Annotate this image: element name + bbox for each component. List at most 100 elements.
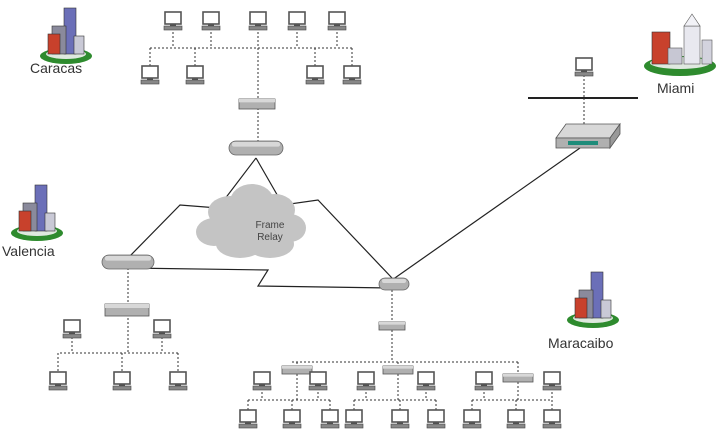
tower-spire bbox=[683, 13, 701, 27]
monitor-neck bbox=[294, 24, 300, 26]
pc-icon-valencia bbox=[168, 371, 188, 391]
monitor-neck bbox=[549, 384, 555, 386]
pc-icon-caracas bbox=[327, 11, 347, 31]
keyboard bbox=[163, 25, 183, 31]
monitor-neck bbox=[327, 422, 333, 424]
monitor-screen bbox=[321, 409, 339, 423]
wan-link-caracas-valencia bbox=[127, 157, 257, 259]
monitor-neck bbox=[469, 422, 475, 424]
router-valencia bbox=[101, 254, 155, 270]
pc-icon-maracaibo bbox=[390, 409, 410, 429]
monitor-neck bbox=[208, 24, 214, 26]
monitor-screen bbox=[169, 371, 187, 385]
pc-icon-valencia bbox=[48, 371, 68, 391]
monitor-screen bbox=[253, 371, 271, 385]
city-icons bbox=[11, 7, 716, 328]
pc-icon-valencia bbox=[112, 371, 132, 391]
pc-icon-maracaibo bbox=[308, 371, 328, 391]
pc-icon-caracas bbox=[248, 11, 268, 31]
modem-miami bbox=[555, 122, 621, 150]
monitor-neck bbox=[175, 384, 181, 386]
keyboard bbox=[426, 423, 446, 429]
tower bbox=[683, 25, 701, 65]
device-highlight bbox=[503, 374, 533, 377]
wan-link-miami-maracaibo bbox=[391, 147, 581, 281]
modem-leds bbox=[568, 141, 598, 145]
wan-link-caracas-maracaibo bbox=[255, 157, 393, 279]
city-label-miami: Miami bbox=[657, 80, 695, 96]
keyboard bbox=[342, 79, 362, 85]
device-highlight bbox=[105, 256, 151, 261]
pc-icon-maracaibo bbox=[542, 409, 562, 429]
monitor-neck bbox=[397, 422, 403, 424]
keyboard bbox=[327, 25, 347, 31]
monitor-neck bbox=[315, 384, 321, 386]
monitor-screen bbox=[507, 409, 525, 423]
device-highlight bbox=[379, 322, 405, 325]
device-highlight bbox=[232, 142, 280, 147]
wan-links bbox=[127, 147, 581, 289]
monitor-screen bbox=[417, 371, 435, 385]
pc-icon-caracas bbox=[140, 65, 160, 85]
pc-icon-maracaibo bbox=[426, 409, 446, 429]
monitor-neck bbox=[159, 332, 165, 334]
keyboard bbox=[48, 385, 68, 391]
monitor-screen bbox=[164, 11, 182, 25]
device-highlight bbox=[105, 304, 149, 308]
monitor-neck bbox=[55, 384, 61, 386]
keyboard bbox=[168, 385, 188, 391]
monitor-screen bbox=[345, 409, 363, 423]
monitor-screen bbox=[543, 371, 561, 385]
hub-valencia bbox=[104, 303, 150, 317]
hub-maracaibo-sub bbox=[502, 373, 534, 383]
keyboard bbox=[152, 333, 172, 339]
monitor-neck bbox=[170, 24, 176, 26]
monitor-neck bbox=[312, 78, 318, 80]
hub-maracaibo-sub bbox=[281, 365, 313, 375]
monitor-neck bbox=[334, 24, 340, 26]
keyboard bbox=[462, 423, 482, 429]
monitor-screen bbox=[427, 409, 445, 423]
building-light bbox=[600, 299, 612, 319]
keyboard bbox=[474, 385, 494, 391]
city-label-valencia: Valencia bbox=[2, 243, 55, 259]
monitor-screen bbox=[202, 11, 220, 25]
hub-maracaibo bbox=[378, 321, 406, 331]
building-light bbox=[44, 212, 56, 232]
monitor-screen bbox=[475, 371, 493, 385]
monitor-neck bbox=[349, 78, 355, 80]
pc-icon-miami bbox=[574, 57, 594, 77]
city-label-caracas: Caracas bbox=[30, 60, 83, 76]
keyboard bbox=[542, 423, 562, 429]
monitor-neck bbox=[433, 422, 439, 424]
city-icon-valencia bbox=[11, 184, 63, 241]
monitor-neck bbox=[423, 384, 429, 386]
monitor-neck bbox=[192, 78, 198, 80]
keyboard bbox=[320, 423, 340, 429]
modem-side bbox=[609, 122, 621, 150]
frame-relay-cloud bbox=[196, 184, 306, 258]
monitor-screen bbox=[328, 11, 346, 25]
monitor-neck bbox=[255, 24, 261, 26]
pc-icon-caracas bbox=[163, 11, 183, 31]
monitor-screen bbox=[288, 11, 306, 25]
monitor-neck bbox=[351, 422, 357, 424]
pc-icon-caracas bbox=[287, 11, 307, 31]
workstations bbox=[48, 11, 594, 429]
monitor-screen bbox=[575, 57, 593, 71]
cloud-label: Frame Relay bbox=[248, 220, 292, 244]
monitor-neck bbox=[513, 422, 519, 424]
pc-icon-maracaibo bbox=[542, 371, 562, 391]
keyboard bbox=[308, 385, 328, 391]
keyboard bbox=[287, 25, 307, 31]
keyboard bbox=[185, 79, 205, 85]
keyboard bbox=[542, 385, 562, 391]
monitor-screen bbox=[543, 409, 561, 423]
city-icon-miami bbox=[644, 13, 716, 76]
city-icon-maracaibo bbox=[567, 271, 619, 328]
pc-icon-caracas bbox=[305, 65, 325, 85]
monitor-neck bbox=[363, 384, 369, 386]
pc-icon-maracaibo bbox=[238, 409, 258, 429]
monitor-screen bbox=[309, 371, 327, 385]
city-icon-caracas bbox=[40, 7, 92, 64]
